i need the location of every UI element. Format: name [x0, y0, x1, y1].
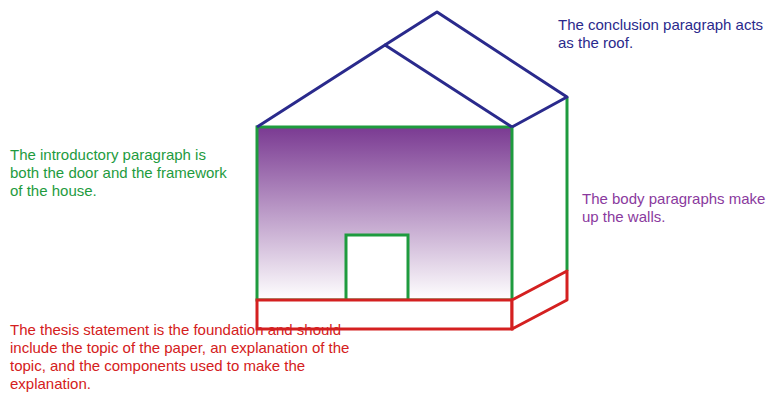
front-wall	[257, 127, 512, 300]
callout-text: The introductory paragraph is both the d…	[10, 146, 238, 200]
callout-text: The body paragraphs make up the walls.	[582, 190, 772, 226]
callout-text: The conclusion paragraph acts as the roo…	[558, 16, 773, 52]
callout-text: The thesis statement is the foundation a…	[10, 321, 382, 393]
foundation-side	[512, 271, 567, 329]
roof-gable	[257, 45, 512, 127]
roof-side	[385, 12, 567, 127]
side-wall-edge	[566, 97, 569, 271]
door	[346, 235, 408, 300]
